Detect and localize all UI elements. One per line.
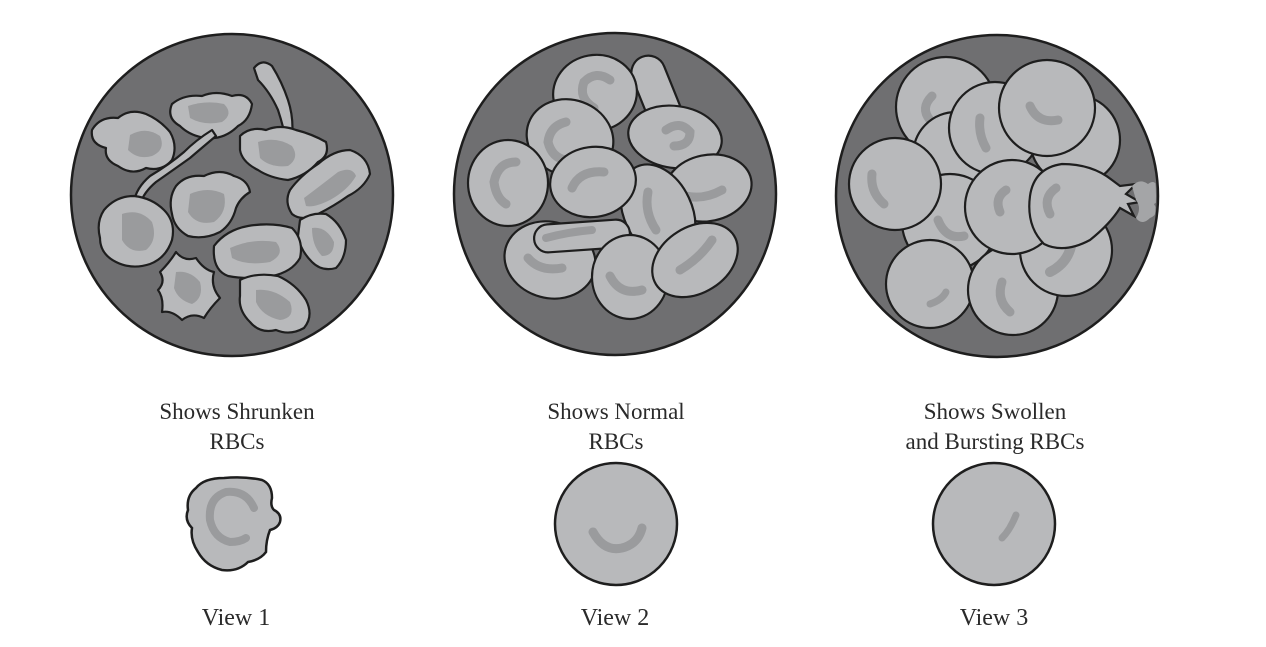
view-3-caption-line-1: Shows Swollen bbox=[923, 399, 1067, 424]
view-3-caption: Shows Swollen and Bursting RBCs bbox=[845, 397, 1145, 457]
view-3-label: View 3 bbox=[959, 605, 1029, 631]
view-2-caption-line-2: RBCs bbox=[588, 429, 644, 454]
view-1-caption-line-1: Shows Shrunken bbox=[159, 399, 315, 424]
view-2-caption-line-1: Shows Normal bbox=[547, 399, 685, 424]
view-2-normal-cell bbox=[553, 461, 679, 587]
view-2-label: View 2 bbox=[580, 605, 650, 631]
view-2-dish bbox=[452, 31, 778, 357]
view-1-dish bbox=[69, 32, 395, 358]
view-3-dish bbox=[834, 33, 1160, 359]
view-1-caption-line-2: RBCs bbox=[209, 429, 265, 454]
view-1-caption: Shows Shrunken RBCs bbox=[87, 397, 387, 457]
view-2-caption: Shows Normal RBCs bbox=[466, 397, 766, 457]
view-1-label: View 1 bbox=[201, 605, 271, 631]
view-1-shrunken-cell bbox=[185, 476, 282, 572]
view-3-caption-line-2: and Bursting RBCs bbox=[905, 429, 1085, 454]
view-3-swollen-cell bbox=[931, 461, 1057, 587]
